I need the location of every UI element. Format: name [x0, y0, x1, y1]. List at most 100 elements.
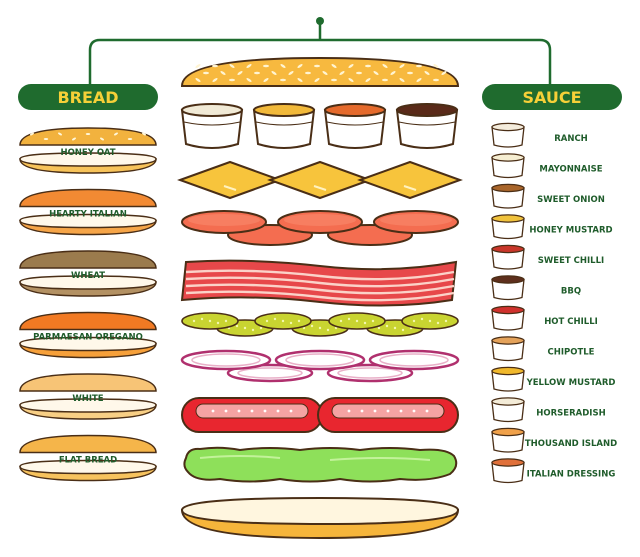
sauce-cup [491, 461, 525, 484]
sauce-header: SAUCE [482, 84, 622, 110]
bread-top-bun [19, 311, 157, 331]
bread-crumb [19, 275, 157, 290]
bread-label: WHITE [72, 394, 103, 404]
seed [280, 78, 286, 82]
sauce-fill [491, 153, 525, 162]
seed [365, 64, 371, 68]
seed [416, 78, 422, 82]
oat-seed [142, 132, 146, 136]
sauce-cup [491, 156, 525, 179]
seed [399, 78, 405, 82]
bread-label: FLAT BREAD [59, 456, 117, 466]
top-bun [180, 56, 460, 87]
bread-label: WHEAT [71, 271, 105, 281]
sauce-cups-row [180, 103, 459, 149]
bread-header: BREAD [18, 84, 158, 110]
sauce-item: SWEET CHILLI [491, 244, 604, 270]
seed [314, 64, 320, 68]
bread-top-bun [19, 250, 157, 269]
sauce-item: HONEY MUSTARD [491, 214, 613, 240]
sauce-fill [491, 336, 525, 345]
bread-label: HEARTY ITALIAN [49, 210, 127, 220]
sauce-label: CHIPOTLE [548, 348, 595, 358]
sauce-label: SWEET ONION [537, 195, 605, 205]
seed [348, 64, 354, 68]
seed [322, 71, 328, 75]
sauce-label: HORSERADISH [536, 409, 605, 419]
seed [220, 71, 226, 75]
sauce-header-label: SAUCE [522, 88, 581, 107]
bread-item: WHITE [19, 373, 157, 420]
seed [229, 78, 235, 82]
seed [382, 78, 388, 82]
sauce-cup [491, 400, 525, 423]
sandwich-stack [177, 56, 463, 540]
oat-seed [127, 138, 133, 140]
sauce-label: HONEY MUSTARD [529, 226, 612, 236]
seed [229, 64, 235, 68]
bread-label: HONEY OAT [60, 148, 115, 158]
sauce-cup [491, 278, 525, 301]
seed [356, 71, 362, 75]
sauce-cup [491, 248, 525, 270]
bacon [180, 259, 458, 307]
seed [237, 71, 243, 75]
cheese-slice [357, 160, 463, 200]
seed [365, 78, 371, 82]
seed [288, 71, 294, 75]
oat-seed [72, 137, 76, 141]
seed [305, 71, 311, 75]
bread-item: WHEAT [19, 250, 157, 297]
bread-top-bun [19, 188, 157, 208]
bacon-fat-stripe [185, 269, 455, 281]
seed [212, 64, 218, 68]
sauce-label: BBQ [561, 287, 581, 297]
bread-crumb [19, 459, 157, 475]
bacon-fat-stripe [185, 283, 455, 295]
tomato-slices [181, 397, 459, 433]
seed [331, 64, 337, 68]
sauce-fill [491, 427, 525, 437]
sauce-fill [491, 122, 525, 132]
sauce-item: HOT CHILLI [491, 305, 598, 331]
sauce-item: THOUSAND ISLAND [491, 427, 617, 453]
sauce-label: RANCH [554, 134, 588, 144]
sauce-item: ITALIAN DRESSING [491, 458, 616, 484]
sauce-item: YELLOW MUSTARD [491, 366, 616, 392]
seed [314, 78, 320, 82]
sauce-fill [491, 458, 525, 467]
oat-seed [85, 133, 91, 135]
bread-top-bun [19, 434, 157, 454]
sauce-fill [491, 183, 525, 193]
seed [382, 64, 388, 68]
sauce-cup [491, 370, 525, 392]
seed [339, 71, 345, 75]
seed [203, 71, 209, 75]
bread-item: HEARTY ITALIAN [19, 188, 157, 236]
sauce-label: MAYONNAISE [539, 165, 602, 175]
seed [263, 64, 269, 68]
onion-rings [180, 349, 460, 383]
bread-header-label: BREAD [57, 88, 118, 107]
seed [263, 78, 269, 82]
sauce-label: YELLOW MUSTARD [526, 378, 616, 388]
sauce-item: BBQ [491, 275, 581, 301]
sauce-cup-large [180, 103, 244, 149]
bottom-bun [180, 496, 460, 540]
bread-label: PARMAESAN OREGANO [33, 333, 143, 343]
oat-seed [58, 132, 62, 136]
oat-seed [43, 138, 49, 140]
seed [195, 78, 201, 82]
bread-top-bun [19, 373, 157, 392]
sauce-label: ITALIAN DRESSING [527, 470, 616, 480]
sauce-list: RANCH MAYONNAISE SWEET ONION HONEY MUSTARD S… [491, 122, 617, 484]
sauce-label: SWEET CHILLI [538, 256, 604, 266]
sauce-cup [491, 339, 525, 362]
sauce-cup [491, 126, 525, 148]
sauce-cup-large [252, 103, 316, 149]
sauce-label: HOT CHILLI [544, 317, 598, 327]
sauce-item: SWEET ONION [491, 183, 605, 209]
seed [271, 71, 277, 75]
bread-crumb [19, 152, 157, 167]
